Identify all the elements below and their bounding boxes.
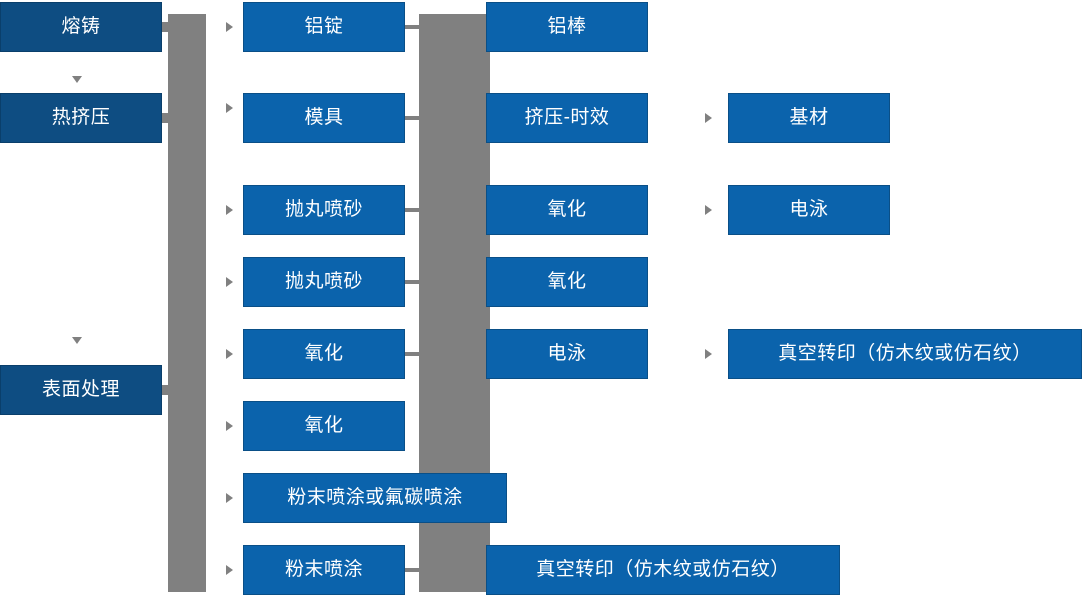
node-shot-blasting-1[interactable]: 抛丸喷砂 [243, 185, 405, 235]
node-melting[interactable]: 熔铸 [0, 2, 162, 52]
arrow-to-electrophoresis-2 [705, 205, 712, 215]
node-extrusion-aging[interactable]: 挤压-时效 [486, 93, 648, 143]
arrow-to-powder-or-fluorocarbon [226, 493, 233, 503]
connector-surface-to-trunk [162, 385, 176, 395]
arrow-to-oxidation-1 [226, 349, 233, 359]
arrow-to-base-material [705, 113, 712, 123]
arrow-to-oxidation-2 [226, 421, 233, 431]
arrow-to-vacuum-transfer-2 [705, 349, 712, 359]
arrow-to-shot-blasting-1 [226, 205, 233, 215]
node-vacuum-transfer-1[interactable]: 真空转印（仿木纹或仿石纹） [486, 545, 840, 595]
connector-melting-to-trunk [162, 22, 176, 32]
arrow-to-powder-coating [226, 565, 233, 575]
arrow-to-aluminum-ingot [226, 22, 233, 32]
node-powder-coating[interactable]: 粉末喷涂 [243, 545, 405, 595]
node-shot-blasting-2[interactable]: 抛丸喷砂 [243, 257, 405, 307]
connector-ox1-to-middle [405, 352, 425, 356]
arrow-melting-down [72, 76, 82, 83]
arrow-to-mold [226, 103, 233, 113]
connector-powder-to-middle [405, 568, 425, 572]
node-oxidation-1[interactable]: 氧化 [243, 329, 405, 379]
connector-extrusion-to-trunk [162, 113, 176, 123]
connector-ingot-to-middle [405, 25, 425, 29]
node-aluminum-bar[interactable]: 铝棒 [486, 2, 648, 52]
node-base-material[interactable]: 基材 [728, 93, 890, 143]
node-oxidation-2[interactable]: 氧化 [243, 401, 405, 451]
connector-blast1-to-middle [405, 208, 425, 212]
connector-trunk-left [168, 14, 206, 592]
connector-mold-to-middle [405, 116, 425, 120]
node-aluminum-ingot[interactable]: 铝锭 [243, 2, 405, 52]
node-powder-or-fluorocarbon[interactable]: 粉末喷涂或氟碳喷涂 [243, 473, 507, 523]
arrow-to-shot-blasting-2 [226, 277, 233, 287]
node-surface-treatment[interactable]: 表面处理 [0, 365, 162, 415]
node-electrophoresis-1[interactable]: 电泳 [486, 329, 648, 379]
node-oxidation-3[interactable]: 氧化 [486, 185, 648, 235]
connector-blast2-to-middle [405, 280, 425, 284]
node-electrophoresis-2[interactable]: 电泳 [728, 185, 890, 235]
node-oxidation-4[interactable]: 氧化 [486, 257, 648, 307]
node-vacuum-transfer-2[interactable]: 真空转印（仿木纹或仿石纹） [728, 329, 1082, 379]
arrow-extrusion-down [72, 337, 82, 344]
node-mold[interactable]: 模具 [243, 93, 405, 143]
node-hot-extrusion[interactable]: 热挤压 [0, 93, 162, 143]
